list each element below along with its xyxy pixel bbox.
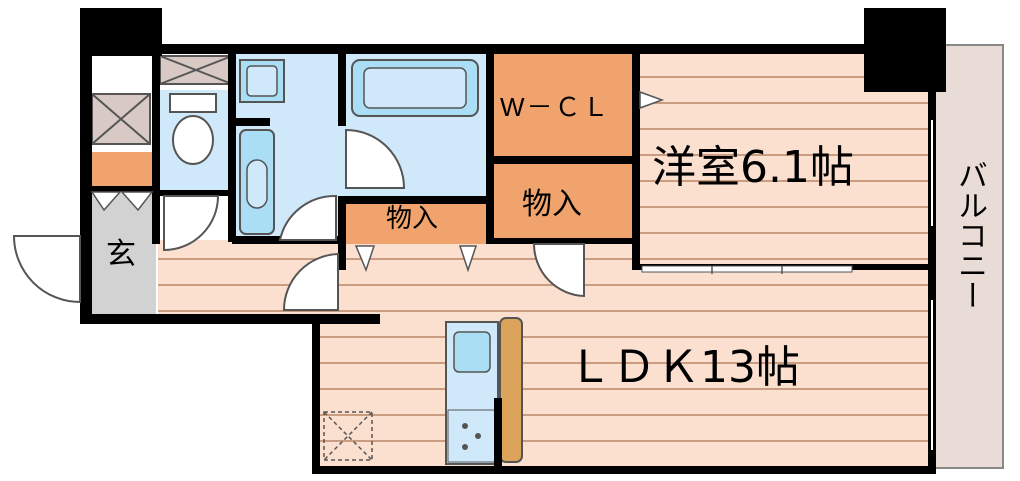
storage-room-2	[494, 164, 632, 240]
wcl-label: W－ＣＬ	[500, 92, 611, 122]
kitchen-sink	[453, 331, 491, 373]
balcony-area	[934, 44, 1004, 469]
sliding-door	[641, 265, 853, 274]
ldk-label: ＬＤＫ13帖	[568, 342, 800, 393]
toilet-tank	[169, 93, 217, 113]
walls	[80, 8, 946, 474]
entrance-floor	[90, 192, 156, 314]
toilet-bowl	[172, 115, 214, 165]
shoe-cabinet-door	[90, 191, 154, 212]
vent-box-kitchen	[323, 411, 373, 461]
shoe-cabinet	[90, 152, 156, 188]
storage-fold-door	[354, 245, 478, 273]
stove	[447, 409, 497, 463]
toilet-door	[163, 195, 220, 252]
storage-1-label: 物入	[386, 204, 439, 234]
counter-wood	[499, 317, 523, 463]
storage-2-label: 物入	[522, 187, 582, 222]
wcl-room	[494, 54, 632, 156]
wcl-door	[639, 90, 665, 110]
storage-room-1	[346, 204, 486, 244]
vent-box-left	[91, 93, 151, 145]
storage-door	[532, 243, 585, 298]
entrance-door	[12, 235, 81, 304]
bath-door	[345, 128, 406, 189]
western-room-label: 洋室6.1帖	[652, 142, 854, 193]
wash-door	[278, 194, 337, 241]
balcony-label: バルコニー	[952, 160, 987, 310]
entrance-label: 玄	[106, 237, 136, 272]
vent-box-top	[159, 55, 233, 85]
hall-door	[282, 252, 339, 311]
